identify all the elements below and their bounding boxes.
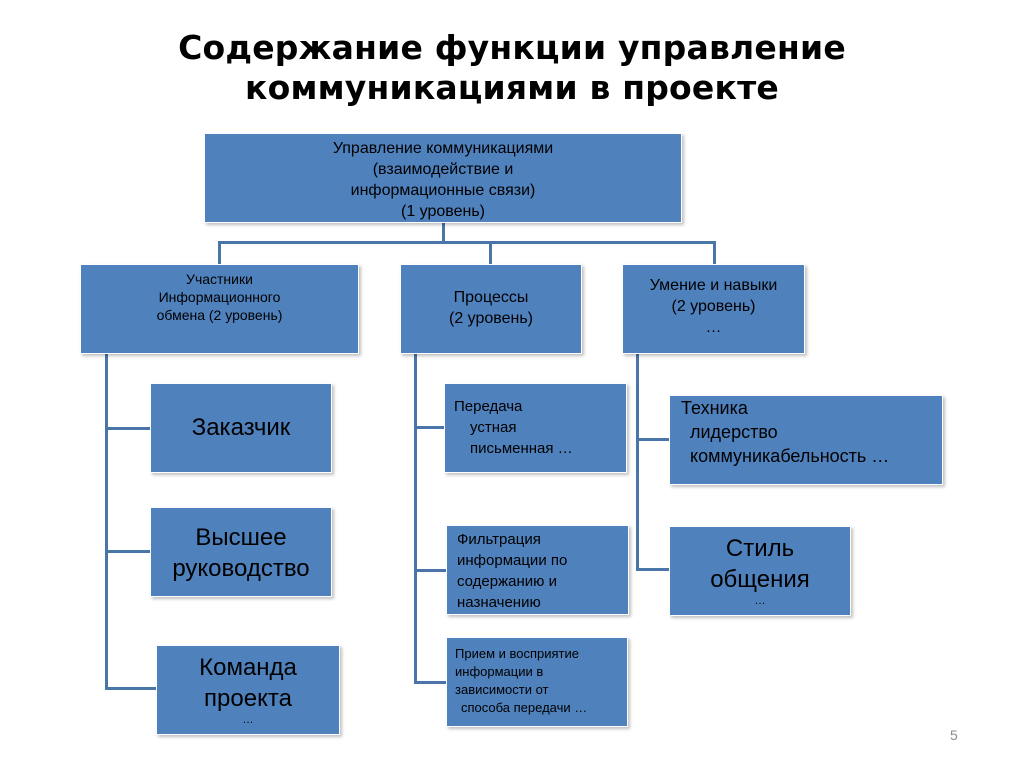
connector-skills-child-2 <box>636 568 670 571</box>
connector-root-down <box>442 222 445 242</box>
top-management-line-2: руководство <box>172 555 310 582</box>
connector-processes-child-3 <box>414 681 447 684</box>
connector-skills-trunk <box>636 353 639 571</box>
participants-box: Участники Информационного обмена (2 уров… <box>80 264 359 354</box>
processes-line-2: (2 уровень) <box>448 310 533 327</box>
techniques-line-2: лидерство <box>690 422 778 442</box>
perception-line-2: информации в <box>455 664 544 679</box>
participants-line-1: Участники <box>186 271 253 287</box>
root-line-1: Управление коммуникациями <box>332 140 554 157</box>
techniques-line-3: коммуникабельность … <box>690 446 890 466</box>
top-management-line-1: Высшее <box>195 524 287 551</box>
filtering-line-3: содержанию и <box>457 573 557 590</box>
connector-to-participants <box>218 241 221 265</box>
connector-participants-child-2 <box>105 550 151 553</box>
top-management-box: Высшее руководство <box>150 507 332 597</box>
slide-title-line-2: коммуникациями в проекте <box>244 68 780 107</box>
connector-level2-horizontal <box>218 241 716 244</box>
skills-box: Умение и навыки (2 уровень) … <box>622 264 805 354</box>
connector-to-skills <box>713 241 716 265</box>
customer-label: Заказчик <box>191 414 291 441</box>
root-box: Управление коммуникациями (взаимодействи… <box>204 133 682 223</box>
connector-participants-child-1 <box>105 427 151 430</box>
connector-participants-trunk <box>105 353 108 690</box>
connector-processes-trunk <box>414 353 417 684</box>
slide-title-line-1: Содержание функции управление <box>178 28 846 67</box>
processes-line-1: Процессы <box>453 289 529 306</box>
connector-processes-child-1 <box>414 426 445 429</box>
page-number: 5 <box>950 727 958 743</box>
project-team-line-2: проекта <box>204 685 292 712</box>
filtering-line-4: назначению <box>457 594 541 611</box>
perception-line-4: способа передачи … <box>461 700 588 715</box>
communication-style-ellipsis: … <box>754 595 766 607</box>
processes-box: Процессы (2 уровень) <box>400 264 582 354</box>
skills-line-3: … <box>705 319 722 336</box>
communication-style-box: Стиль общения … <box>669 526 851 616</box>
filtering-line-1: Фильтрация <box>457 531 541 548</box>
filtering-box: Фильтрация информации по содержанию и на… <box>446 525 629 615</box>
communication-style-line-2: общения <box>710 566 810 593</box>
techniques-box: Техника лидерство коммуникабельность … <box>669 395 943 485</box>
transmission-line-2: устная <box>470 419 517 436</box>
communication-style-line-1: Стиль <box>725 535 795 562</box>
slide-title: Содержание функции управление коммуникац… <box>0 28 1024 108</box>
perception-box: Прием и восприятие информации в зависимо… <box>446 637 628 727</box>
transmission-box: Передача устная письменная … <box>444 383 627 473</box>
transmission-line-3: письменная … <box>470 440 573 457</box>
root-line-2: (взаимодействие и <box>372 161 514 178</box>
filtering-line-2: информации по <box>457 552 568 569</box>
skills-line-2: (2 уровень) <box>671 298 756 315</box>
project-team-box: Команда проекта … <box>156 645 340 735</box>
perception-line-3: зависимости от <box>455 682 549 697</box>
techniques-line-1: Техника <box>681 398 748 418</box>
customer-box: Заказчик <box>150 383 332 473</box>
perception-line-1: Прием и восприятие <box>455 646 579 661</box>
participants-line-3: обмена (2 уровень) <box>156 307 283 323</box>
connector-participants-child-3 <box>105 687 157 690</box>
connector-processes-child-2 <box>414 569 447 572</box>
connector-skills-child-1 <box>636 438 670 441</box>
root-line-4: (1 уровень) <box>400 203 485 220</box>
project-team-ellipsis: … <box>242 714 254 726</box>
root-line-3: информационные связи) <box>350 182 536 199</box>
project-team-line-1: Команда <box>199 654 297 681</box>
transmission-line-1: Передача <box>454 398 523 415</box>
connector-to-processes <box>489 241 492 265</box>
skills-line-1: Умение и навыки <box>649 277 778 294</box>
participants-line-2: Информационного <box>158 289 281 305</box>
